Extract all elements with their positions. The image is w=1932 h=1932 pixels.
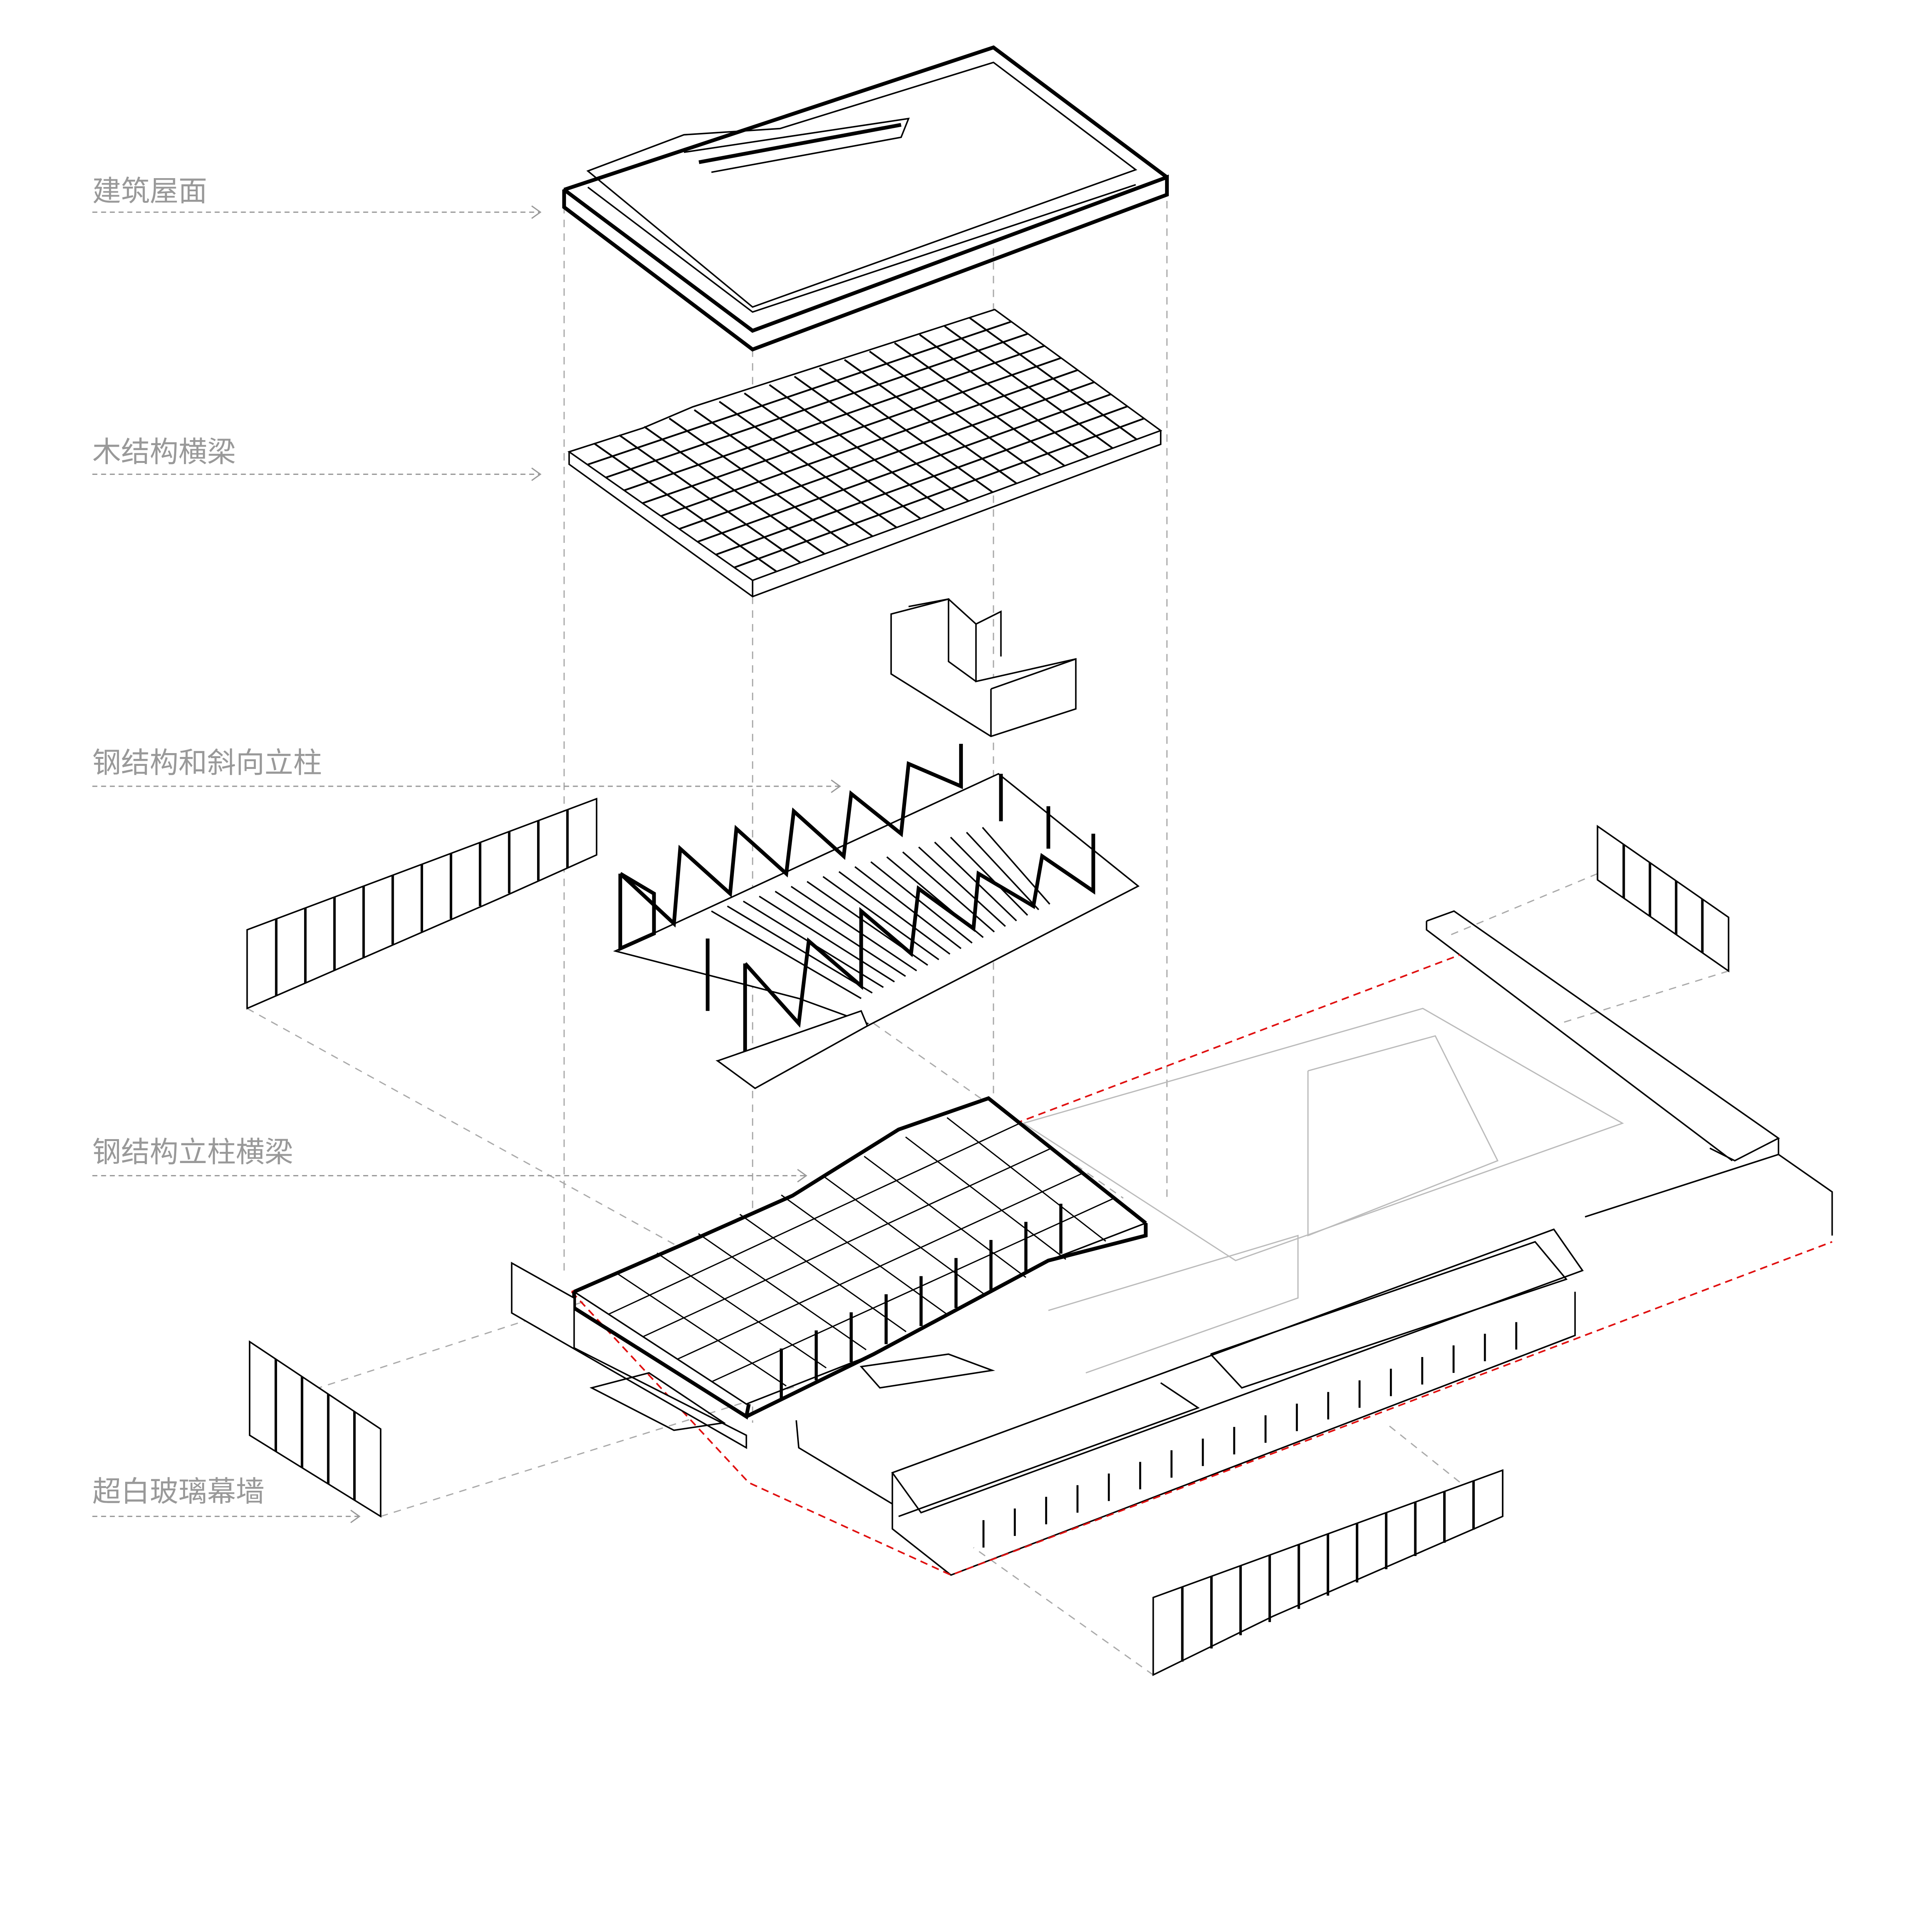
glass-wall-left [246, 798, 597, 1010]
steel-beam [822, 1175, 986, 1296]
stair-tread [982, 827, 1051, 905]
stair-tread [775, 891, 906, 977]
stair-tread [966, 832, 1039, 910]
roof-slab [562, 45, 1169, 352]
ground-floor [571, 910, 1833, 1576]
label-text: 木结构横梁 [92, 435, 236, 469]
core-wall [890, 598, 1077, 737]
stair-tread [870, 861, 973, 944]
label-text: 钢结构和斜向立柱 [92, 746, 322, 779]
glass-wall-bottom-left [249, 1340, 382, 1518]
steel-beam [711, 1197, 1115, 1383]
arrow-icon [531, 467, 542, 481]
steel-beam [946, 1117, 1106, 1242]
label-text: 超白玻璃幕墙 [92, 1475, 265, 1509]
beam [679, 381, 1095, 530]
beam [660, 369, 1078, 517]
arrow-icon [350, 1509, 361, 1523]
steel-beam [905, 1136, 1066, 1260]
label-roof: 建筑屋面 [92, 174, 542, 219]
stair-tread [791, 886, 917, 971]
steel-beam [656, 1252, 827, 1369]
steel-diagonal-structure [613, 744, 1140, 1089]
stair-tread [711, 910, 862, 999]
beam [624, 345, 1045, 492]
label-text: 建筑屋面 [92, 174, 207, 208]
arrow-icon [797, 1169, 808, 1183]
beam [587, 321, 1012, 466]
label-text: 钢结构立柱横梁 [92, 1135, 293, 1169]
beam [642, 357, 1061, 504]
stair-tread [822, 876, 939, 961]
label-timber-beams: 木结构横梁 [92, 435, 542, 481]
stair-tread [886, 856, 984, 938]
stair-tread [806, 881, 929, 966]
stair-tread [838, 871, 951, 955]
timber-beam-grid [567, 308, 1162, 598]
steel-beam [643, 1148, 1052, 1337]
stair-tread [934, 842, 1017, 922]
label-steel-columns-beams: 钢结构立柱横梁 [92, 1135, 808, 1183]
stair-tread [854, 866, 962, 949]
stair-tread [918, 846, 1006, 927]
beam [605, 333, 1028, 478]
stair-tread [727, 905, 873, 994]
steel-beam [739, 1214, 906, 1332]
stair-tread [950, 837, 1028, 916]
arrow-icon [531, 205, 542, 219]
glass-wall-bottom [1152, 1469, 1503, 1676]
steel-beam [608, 1122, 1020, 1315]
exploded-axonometric-diagram: 建筑屋面 木结构横梁 钢结构和斜向立柱 钢结构立柱横梁 超白玻璃幕墙 [92, 45, 1833, 1676]
beam [697, 393, 1111, 543]
steel-beam [781, 1194, 947, 1314]
arrow-icon [831, 779, 841, 793]
beam [715, 405, 1128, 556]
beam [734, 417, 1145, 568]
glass-wall-right [1597, 825, 1730, 973]
stair-tread [743, 900, 884, 988]
steel-beam [864, 1156, 1026, 1278]
steel-beam [677, 1172, 1083, 1360]
stair-tread [902, 851, 995, 933]
label-steel-diagonal: 钢结构和斜向立柱 [92, 746, 841, 793]
steel-beam [698, 1233, 867, 1350]
stair-tread [759, 896, 895, 983]
steel-column-beam-structure [511, 1096, 1148, 1449]
steel-beam [615, 1272, 787, 1387]
label-glass-wall: 超白玻璃幕墙 [92, 1475, 361, 1523]
